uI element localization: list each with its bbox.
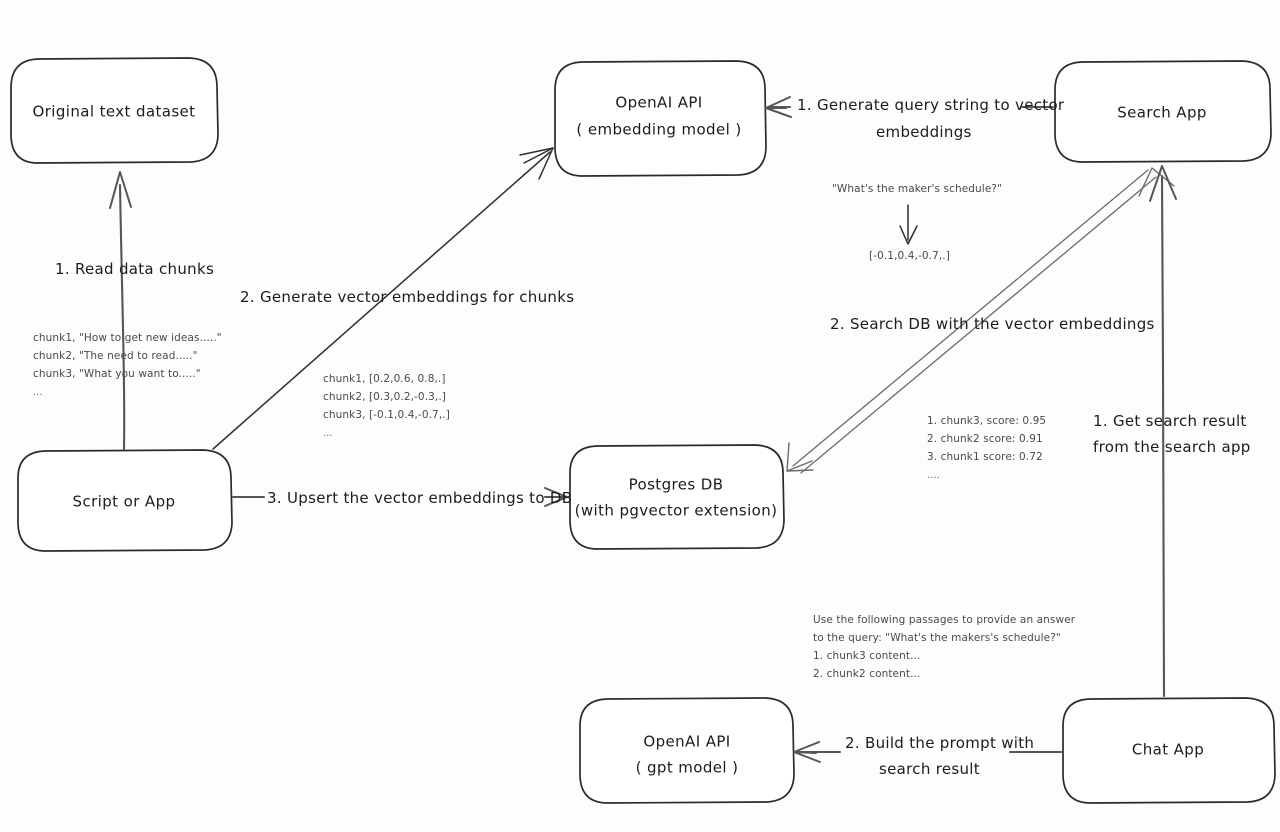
edge-label-read-data-chunks: 1. Read data chunks [55, 260, 214, 278]
node-original-dataset[interactable]: Original text dataset [10, 57, 219, 164]
note-search-results: 1. chunk3, score: 0.95 2. chunk2 score: … [927, 415, 1046, 481]
note-query-vector: [-0.1,0.4,-0.7,.] [869, 250, 950, 262]
node-label-openai-embedding-1: OpenAI API [615, 94, 702, 112]
edge-get-search-result [1149, 165, 1177, 698]
note-prompt-line-4: 2. chunk2 content... [813, 668, 920, 680]
note-chunk-embeddings-line-1: chunk1, [0.2,0.6, 0.8,.] [323, 373, 446, 385]
node-label-postgres-2: (with pgvector extension) [575, 502, 778, 520]
note-raw-chunks-line-4: ... [33, 387, 43, 398]
node-label-script-or-app: Script or App [73, 493, 176, 511]
edge-label-upsert-embeddings: 3. Upsert the vector embeddings to DB [267, 489, 572, 507]
node-label-search-app: Search App [1117, 104, 1207, 122]
note-search-results-line-3: 3. chunk1 score: 0.72 [927, 451, 1043, 463]
note-chunk-embeddings: chunk1, [0.2,0.6, 0.8,.] chunk2, [0.3,0.… [323, 373, 450, 439]
note-chunk-embeddings-line-4: ... [323, 428, 333, 439]
edge-label-get-result-2: from the search app [1093, 438, 1251, 456]
edge-label-generate-embeddings: 2. Generate vector embeddings for chunks [240, 288, 574, 306]
edge-generate-query-string [765, 96, 1055, 118]
edge-label-get-result-1: 1. Get search result [1093, 412, 1247, 430]
node-postgres-db[interactable]: Postgres DB (with pgvector extension) [569, 444, 785, 550]
edge-label-search-db: 2. Search DB with the vector embeddings [830, 315, 1155, 333]
note-chunk-embeddings-line-2: chunk2, [0.3,0.2,-0.3,.] [323, 391, 446, 403]
note-raw-chunks-line-3: chunk3, "What you want to....." [33, 368, 201, 380]
edge-generate-embeddings [212, 147, 554, 450]
note-raw-chunks-line-2: chunk2, "The need to read....." [33, 350, 198, 362]
note-search-results-line-1: 1. chunk3, score: 0.95 [927, 415, 1046, 427]
note-prompt-line-1: Use the following passages to provide an… [813, 614, 1076, 626]
node-label-original-dataset: Original text dataset [33, 103, 196, 121]
note-search-results-line-4: .... [927, 470, 940, 481]
edge-label-build-prompt-2: search result [879, 760, 980, 778]
edge-upsert-embeddings [231, 487, 568, 507]
edge-read-data-chunks [109, 171, 132, 451]
node-label-postgres-1: Postgres DB [629, 476, 724, 494]
note-chunk-embeddings-line-3: chunk3, [-0.1,0.4,-0.7,.] [323, 409, 450, 421]
node-label-openai-embedding-2: ( embedding model ) [576, 121, 741, 139]
node-label-openai-gpt-2: ( gpt model ) [636, 759, 739, 777]
edge-search-db [786, 167, 1175, 474]
note-prompt-example: Use the following passages to provide an… [813, 614, 1076, 680]
node-openai-embedding[interactable]: OpenAI API ( embedding model ) [554, 60, 767, 177]
node-script-or-app[interactable]: Script or App [17, 449, 233, 552]
node-openai-gpt[interactable]: OpenAI API ( gpt model ) [579, 697, 795, 804]
node-label-openai-gpt-1: OpenAI API [643, 733, 730, 751]
node-label-chat-app: Chat App [1132, 741, 1204, 759]
note-search-results-line-2: 2. chunk2 score: 0.91 [927, 433, 1043, 445]
note-raw-chunks-line-1: chunk1, "How to get new ideas....." [33, 332, 222, 344]
node-chat-app[interactable]: Chat App [1062, 697, 1276, 804]
note-query-example: "What's the maker's schedule?" [-0.1,0.4… [832, 183, 1002, 262]
edge-label-generate-query-2: embeddings [876, 123, 972, 141]
note-prompt-line-2: to the query: "What's the makers's sched… [813, 632, 1061, 644]
note-raw-chunks: chunk1, "How to get new ideas....." chun… [33, 332, 222, 398]
edge-label-generate-query-1: 1. Generate query string to vector [797, 96, 1065, 114]
node-search-app[interactable]: Search App [1054, 60, 1272, 163]
edge-build-prompt [793, 741, 1063, 763]
note-prompt-line-3: 1. chunk3 content... [813, 650, 920, 662]
edge-label-build-prompt-1: 2. Build the prompt with [845, 734, 1034, 752]
note-query-string: "What's the maker's schedule?" [832, 183, 1002, 195]
